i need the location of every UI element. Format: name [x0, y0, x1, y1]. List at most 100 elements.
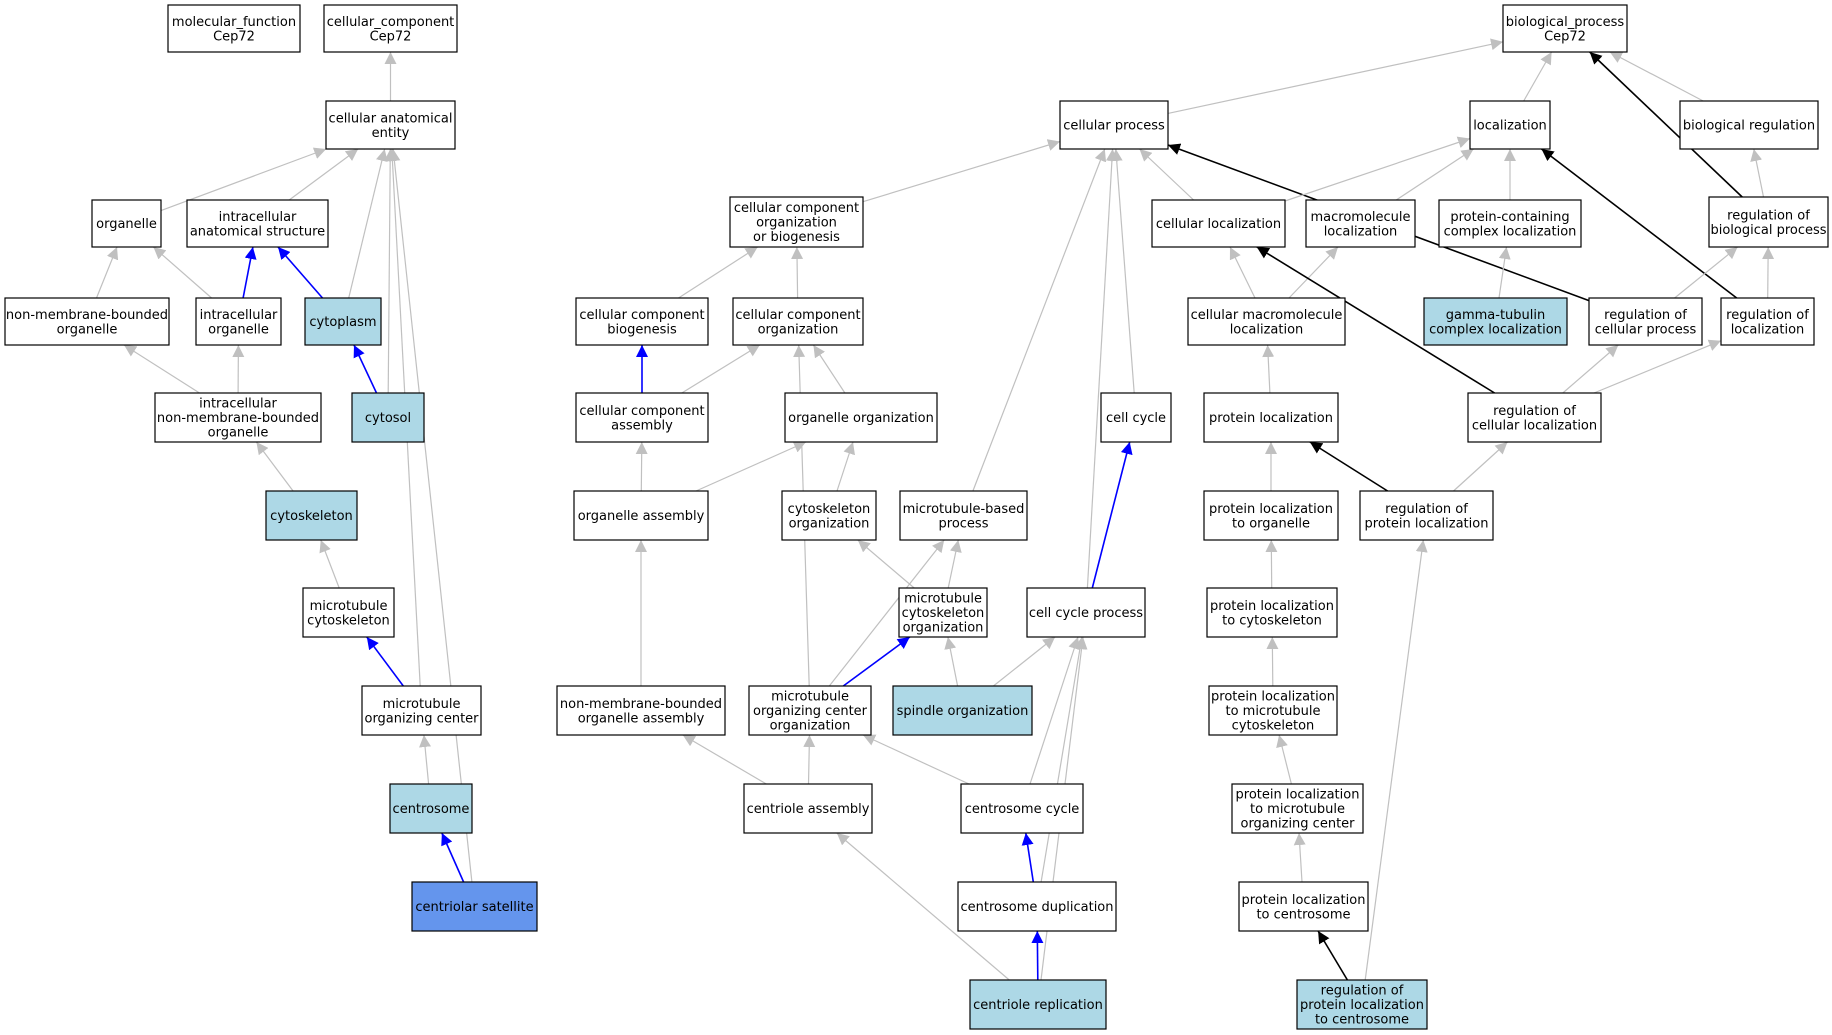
go-term-csd[interactable]: centrosome duplication [957, 881, 1117, 932]
term-label-line: to cytoskeleton [1222, 613, 1322, 628]
edge-rpl-is_a-rcl [1453, 441, 1508, 492]
go-term-oo[interactable]: organelle organization [784, 392, 938, 443]
go-term-breg[interactable]: biological regulation [1679, 100, 1819, 150]
go-term-csc[interactable]: centrosome cycle [960, 783, 1084, 834]
go-term-cs[interactable]: centriolar satellite [411, 881, 538, 932]
edge-cytosol-is_a-cae [384, 148, 397, 394]
term-label-line: biological process [1710, 223, 1826, 238]
go-term-ccp[interactable]: cell cycle process [1026, 587, 1146, 638]
term-label-line: anatomical structure [190, 224, 325, 239]
term-label-line: cellular localization [1472, 418, 1597, 433]
term-label-line: cytoskeleton [788, 502, 871, 517]
term-label-line: microtubule-based [903, 502, 1025, 517]
term-box [411, 881, 538, 932]
edge-mtoco-part_of-mtcso [842, 636, 911, 687]
go-term-cyto[interactable]: cytoplasm [304, 297, 382, 346]
term-box [1720, 297, 1815, 346]
go-term-cp[interactable]: cellular process [1059, 100, 1169, 150]
term-label-line: microtubule [771, 690, 849, 705]
term-box [1238, 881, 1369, 932]
edge-csc-is_a-mtoco [862, 734, 970, 785]
term-label-line: cytoskeleton [902, 606, 985, 621]
edge-mloc-is_a-loc [1395, 148, 1474, 201]
term-label-line: cellular component [579, 404, 704, 419]
term-label-line: protein localization [1365, 516, 1489, 531]
edge-ca-is_a-mtoco [803, 734, 816, 785]
edge-oo-is_a-cco [812, 344, 846, 394]
edge-rbp-regulates-bp [1589, 51, 1743, 198]
edge-ccob-is_a-cp [862, 139, 1061, 203]
term-label-line: biogenesis [607, 322, 677, 337]
term-label-line: to centrosome [1315, 1013, 1409, 1028]
term-box [1502, 4, 1628, 53]
term-box [573, 490, 709, 541]
term-box [1206, 587, 1338, 638]
go-term-csome[interactable]: centrosome [389, 783, 473, 834]
term-label-line: process [939, 516, 989, 531]
term-box [91, 199, 162, 248]
edge-rloc-regulates-loc [1541, 148, 1738, 299]
term-label-line: protein localization [1236, 788, 1360, 803]
go-term-cc2[interactable]: cell cycle [1100, 392, 1172, 443]
go-term-so[interactable]: spindle organization [892, 685, 1033, 736]
edge-ccp-part_of-cc2 [1091, 441, 1133, 589]
edge-ccp-is_a-cp [1086, 148, 1118, 589]
term-label-line: non-membrane-bounded [6, 308, 168, 323]
term-label-line: biological regulation [1683, 119, 1815, 134]
go-term-cytosol[interactable]: cytosol [351, 392, 425, 443]
term-box [351, 392, 425, 443]
go-term-ca[interactable]: centriole assembly [743, 783, 873, 834]
term-label-line: centriolar satellite [415, 900, 533, 915]
edge-cs-part_of-csome [441, 832, 465, 883]
go-term-loc[interactable]: localization [1469, 100, 1551, 150]
term-box [960, 783, 1084, 834]
term-label-line: cell cycle [1106, 411, 1166, 426]
term-label-line: cytoskeleton [270, 509, 353, 524]
go-term-inmbo[interactable]: intracellularnon-membrane-boundedorganel… [154, 392, 322, 443]
term-label-line: protein localization [1209, 502, 1333, 517]
go-term-ploc[interactable]: protein localization [1203, 392, 1339, 443]
term-box [1026, 587, 1146, 638]
term-label-line: organizing center [753, 704, 868, 719]
go-term-cytosk[interactable]: cytoskeleton [265, 490, 358, 541]
go-term-cloc[interactable]: cellular localization [1151, 199, 1286, 248]
edge-ccb-is_a-ccob [678, 246, 759, 299]
go-term-cr[interactable]: centriole replication [969, 979, 1107, 1030]
go-term-oa[interactable]: organelle assembly [573, 490, 709, 541]
term-label-line: intracellular [200, 308, 278, 323]
go-term-org[interactable]: organelle [91, 199, 162, 248]
